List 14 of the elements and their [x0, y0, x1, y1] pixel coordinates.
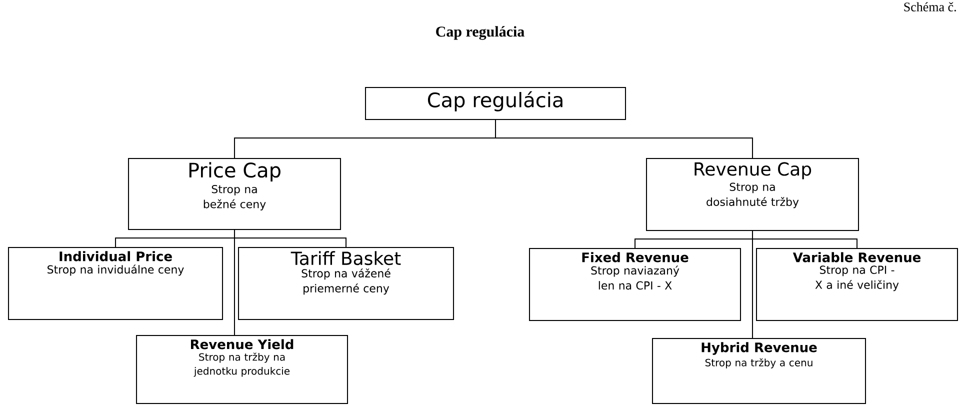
connector-line: [752, 230, 753, 338]
process-box: Revenue Yield Strop na tržby na jednotku produkcie: [136, 334, 348, 404]
connector-line: [495, 120, 753, 158]
process-box: Hybrid Revenue Strop na tržby a cenu: [652, 338, 866, 404]
process-box: Tariff Basket Strop na vážené priemerné ceny: [238, 246, 454, 320]
process-box: Fixed Revenue Strop naviazaný len na CPI - X: [529, 248, 741, 321]
process-box: Individual Price Strop na inviduálne ceny: [8, 246, 224, 320]
process-box: Revenue Cap Strop na dosiahnuté tržby: [646, 158, 859, 231]
label: Schéma č.: [904, 2, 956, 12]
process-box: Price Cap Strop na bežné ceny: [128, 158, 341, 230]
title: Cap regulácia: [436, 26, 524, 40]
process-box: Variable Revenue Strop na CPI - X a iné veličiny: [756, 248, 958, 321]
connector-line: [234, 230, 235, 336]
process-box: Cap regulácia: [365, 87, 626, 120]
